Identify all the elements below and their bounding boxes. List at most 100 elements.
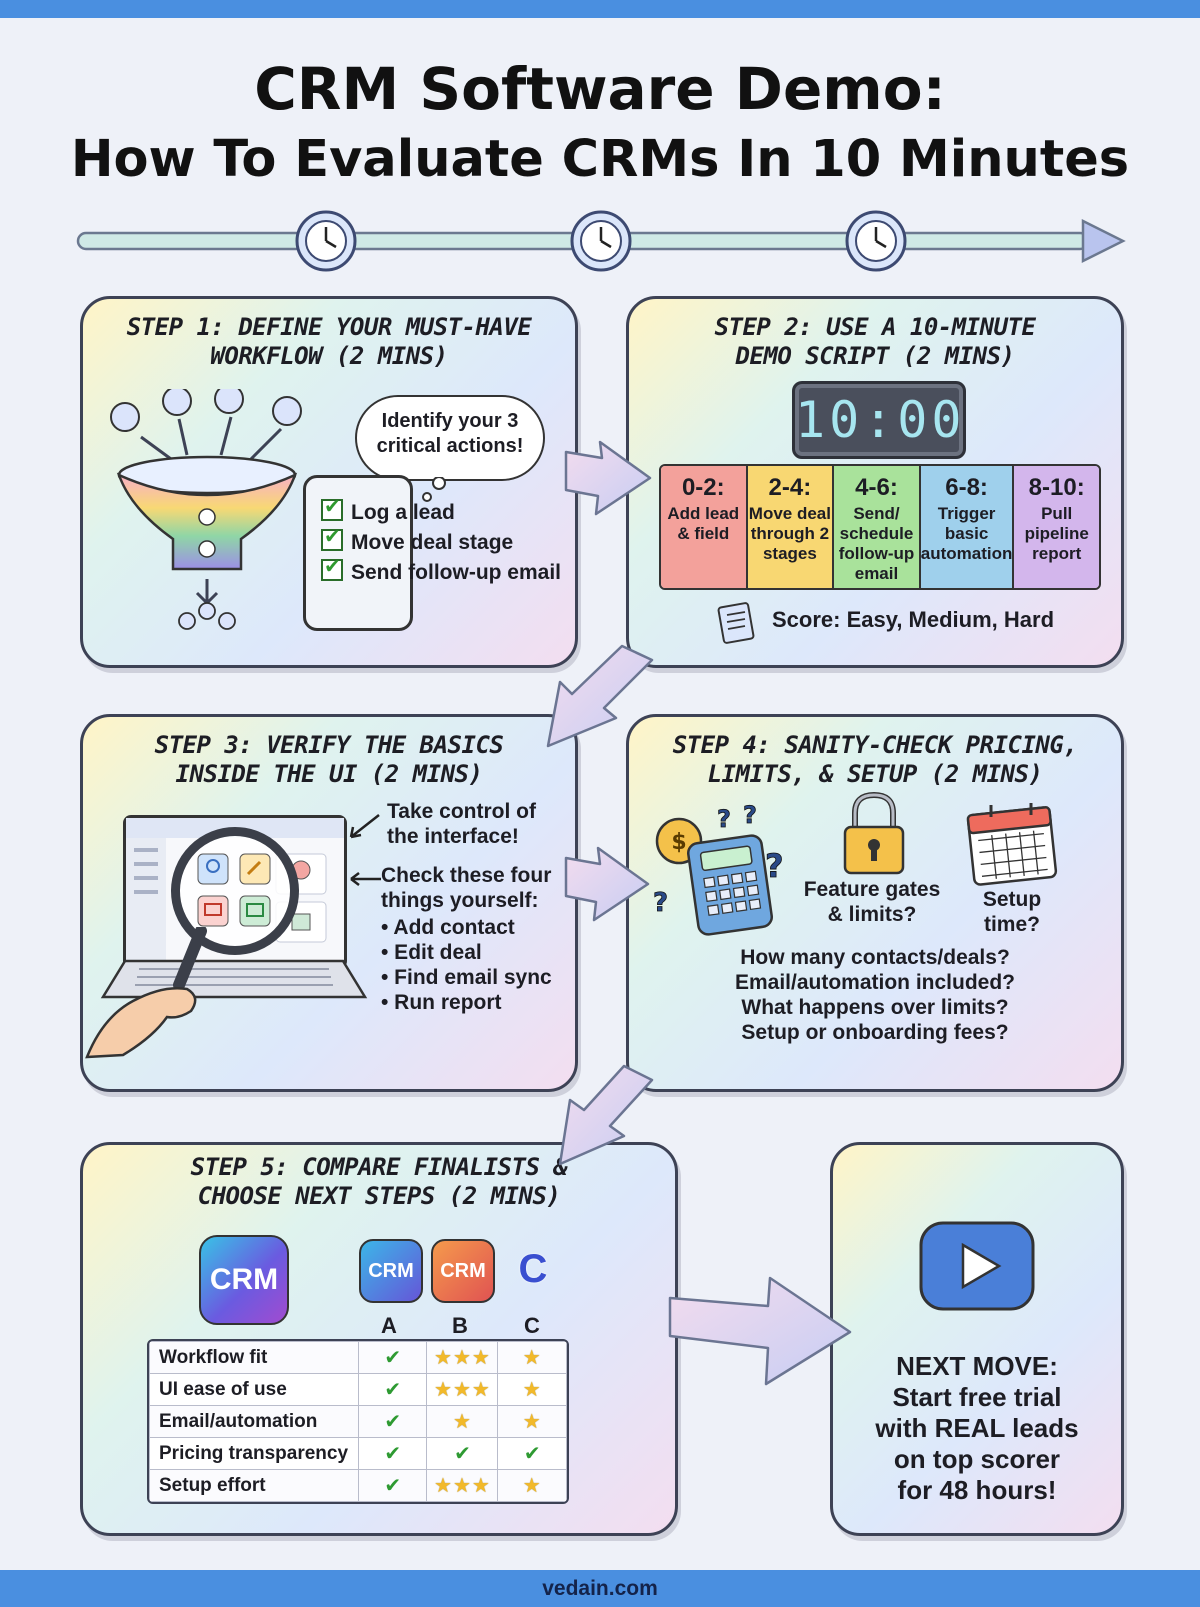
- step2-title-line2: DEMO SCRIPT (2 MINS): [735, 342, 1015, 370]
- main-crm-logo: CRM: [199, 1235, 289, 1325]
- svg-text:?: ?: [653, 888, 668, 918]
- checklist-item-label: Log a lead: [351, 501, 455, 524]
- table-row-label: Setup effort: [149, 1469, 360, 1502]
- rating-cell: ✔: [358, 1341, 428, 1374]
- rating-cell: ✔: [358, 1373, 428, 1406]
- star-rating-icon: ★: [452, 1411, 472, 1433]
- feature-gates-label: Feature gates & limits?: [803, 878, 941, 926]
- segment-range: 2-4:: [768, 474, 812, 501]
- calculator-icon: $ ?? ??: [653, 801, 784, 936]
- checkbox-icon: [321, 524, 343, 551]
- funnel-icon: [110, 389, 302, 630]
- step3-title-line1: STEP 3: VERIFY THE BASICS: [154, 731, 504, 759]
- segment-range: 4-6:: [855, 474, 898, 501]
- step1-title: STEP 1: DEFINE YOUR MUST-HAVE WORKFLOW (…: [83, 313, 575, 371]
- step5-title: STEP 5: COMPARE FINALISTS & CHOOSE NEXT …: [83, 1153, 675, 1211]
- script-segment: 6-8:Trigger basic automation: [920, 466, 1015, 588]
- next-move-card: NEXT MOVE: Start free trial with REAL le…: [830, 1142, 1124, 1536]
- next-move-line: on top scorer: [893, 1444, 1061, 1474]
- rating-cell: ★: [426, 1405, 499, 1438]
- demo-script-timeline: 0-2:Add lead & field 2-4: Move deal throu…: [659, 464, 1101, 590]
- rating-cell: ★: [497, 1405, 567, 1438]
- next-move-line: for 48 hours!: [897, 1475, 1057, 1505]
- star-rating-icon: ★: [522, 1475, 542, 1497]
- rating-cell: ✔: [358, 1405, 428, 1438]
- star-rating-icon: ★: [522, 1379, 542, 1401]
- comparison-table-grid: Workflow fit✔★★★★UI ease of use✔★★★★Emai…: [149, 1341, 567, 1502]
- page-title: CRM Software Demo:: [254, 55, 946, 123]
- footer-site-label: vedain.com: [542, 1577, 658, 1600]
- callout-arrows: [349, 814, 381, 886]
- comparison-table: Workflow fit✔★★★★UI ease of use✔★★★★Emai…: [147, 1339, 569, 1504]
- setup-time-label: Setup time?: [982, 888, 1042, 936]
- step5-card: STEP 5: COMPARE FINALISTS & CHOOSE NEXT …: [80, 1142, 678, 1536]
- next-move-line: Start free trial: [892, 1382, 1062, 1412]
- table-row-label: Workflow fit: [149, 1341, 360, 1374]
- rating-cell: ★★★: [426, 1469, 499, 1502]
- rating-cell: ★: [497, 1469, 567, 1502]
- step3-title: STEP 3: VERIFY THE BASICS INSIDE THE UI …: [83, 731, 575, 789]
- step4-title: STEP 4: SANITY-CHECK PRICING, LIMITS, & …: [629, 731, 1121, 789]
- star-rating-icon: ★★★: [434, 1379, 491, 1401]
- step4-card: STEP 4: SANITY-CHECK PRICING, LIMITS, & …: [626, 714, 1124, 1092]
- check-icon: ✔: [384, 1475, 402, 1497]
- table-row-label: Pricing transparency: [149, 1437, 360, 1470]
- segment-action: Trigger basic automation: [920, 504, 1013, 563]
- check-icon: ✔: [384, 1443, 402, 1465]
- comparison-table-body: Workflow fit✔★★★★UI ease of use✔★★★★Emai…: [149, 1341, 567, 1502]
- segment-action: Move deal through 2 stages: [748, 504, 831, 563]
- question-item: Email/automation included?: [734, 971, 1016, 994]
- star-rating-icon: ★: [522, 1411, 542, 1433]
- vendor-label: A: [381, 1313, 397, 1338]
- vendor-c-logo: C: [518, 1247, 548, 1291]
- clock-icon: [845, 210, 907, 272]
- script-segment: 4-6: Send/ schedule follow-up email: [834, 466, 921, 588]
- clock-icon: [295, 210, 357, 272]
- padlock-icon: [843, 791, 905, 875]
- table-row-label: UI ease of use: [149, 1373, 360, 1406]
- check-icon: ✔: [384, 1379, 402, 1401]
- magnifier-icon: [171, 827, 299, 955]
- table-row: Setup effort✔★★★★: [149, 1469, 567, 1502]
- hand-holding-magnifier: [85, 927, 207, 1059]
- table-row-label: Email/automation: [149, 1405, 360, 1438]
- svg-text:$: $: [671, 830, 686, 855]
- score-label: Score: Easy, Medium, Hard: [772, 607, 1055, 632]
- next-move-line: NEXT MOVE:: [896, 1351, 1058, 1381]
- table-row: Workflow fit✔★★★★: [149, 1341, 567, 1374]
- vendor-a-logo: CRM: [359, 1239, 423, 1303]
- script-segment: 8-10:Pull pipeline report: [1014, 466, 1099, 588]
- people-icon: [178, 602, 236, 630]
- svg-text:?: ?: [717, 805, 731, 833]
- step1-title-line1: STEP 1: DEFINE YOUR MUST-HAVE: [126, 313, 532, 341]
- thought-bubble-icon: Identify your 3 critical actions!: [355, 395, 545, 481]
- star-rating-icon: ★: [522, 1347, 542, 1369]
- people-icon: [110, 389, 302, 432]
- step3-checklist: • Add contact • Edit deal • Find email s…: [381, 915, 552, 1015]
- thought-bubble-tail: [422, 477, 446, 502]
- rating-cell: ✔: [497, 1437, 567, 1470]
- play-icon: [919, 1221, 1035, 1311]
- step1-title-line2: WORKFLOW (2 MINS): [210, 342, 448, 370]
- segment-range: 8-10:: [1028, 474, 1085, 501]
- script-segment: 0-2:Add lead & field: [661, 466, 748, 588]
- table-row: Email/automation✔ ★ ★: [149, 1405, 567, 1438]
- rating-cell: ★: [497, 1341, 567, 1374]
- step2-card: STEP 2: USE A 10-MINUTE DEMO SCRIPT (2 M…: [626, 296, 1124, 668]
- page-subtitle: How To Evaluate CRMs In 10 Minutes: [70, 130, 1130, 189]
- notepad-icon: [717, 602, 755, 644]
- step4-questions: How many contacts/deals? Email/automatio…: [629, 945, 1121, 1045]
- step3-callout1: Take control of the interface!: [387, 800, 536, 848]
- clock-icon: [570, 210, 632, 272]
- step4-title-line1: STEP 4: SANITY-CHECK PRICING,: [672, 731, 1078, 759]
- rating-cell: ✔: [358, 1437, 428, 1470]
- checklist-item-label: Send follow-up email: [351, 561, 562, 584]
- segment-action: Send/ schedule follow-up email: [838, 504, 915, 583]
- step5-title-line1: STEP 5: COMPARE FINALISTS &: [190, 1153, 568, 1181]
- list-item: • Find email sync: [381, 966, 552, 989]
- check-icon: ✔: [454, 1443, 471, 1465]
- check-icon: ✔: [384, 1347, 402, 1369]
- question-item: Setup or onboarding fees?: [741, 1021, 1009, 1044]
- checklist-item: Log a lead: [321, 494, 455, 525]
- rating-cell: ★: [497, 1373, 567, 1406]
